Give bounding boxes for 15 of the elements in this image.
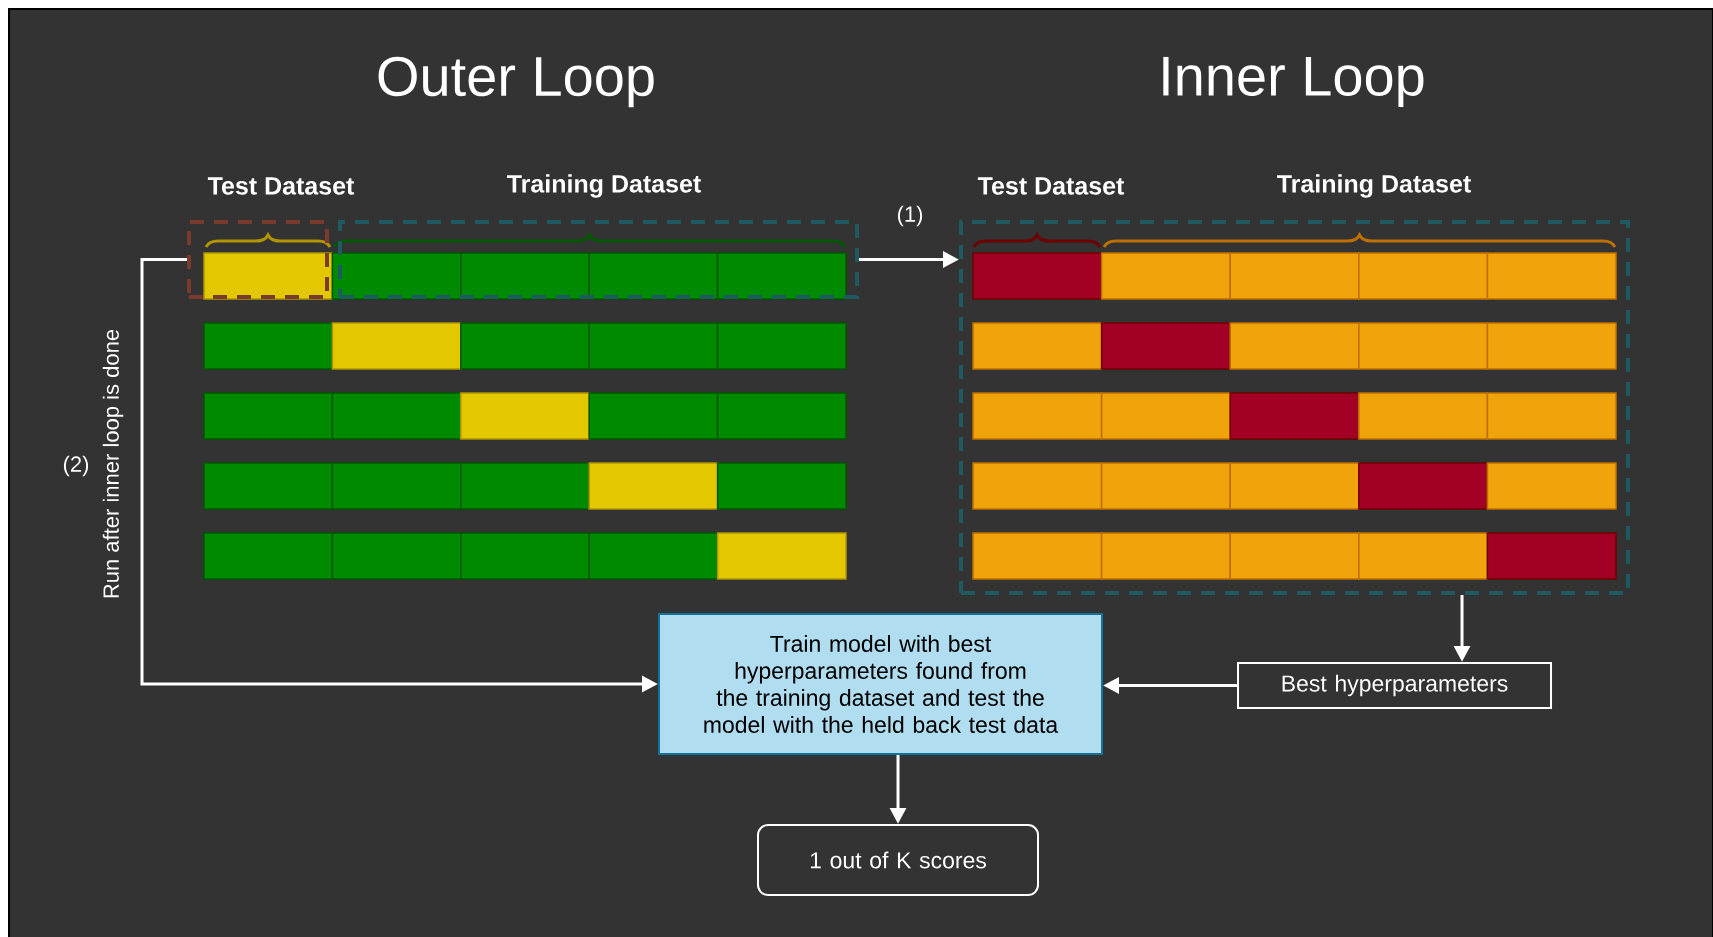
selection-box [959,220,1630,595]
edge-label: (1) [897,205,923,227]
section-title: Inner Loop [1163,56,1424,108]
dataset-heading: Test Dataset [207,177,355,195]
selection-box [187,220,329,299]
step-number: (2) [63,455,89,477]
dataset-heading: Training Dataset [1277,174,1471,198]
dataset-heading: Training Dataset [507,174,701,198]
process-box: Best hyperparameters [1237,662,1552,709]
result-box: 1 out of K scores [757,824,1039,896]
dataset-heading: Test Dataset [977,177,1125,195]
section-title: Outer Loop [378,56,654,108]
process-box: Train model with best hyperparameters found from the training dataset and test the model with the held back test data [658,613,1103,755]
selection-box [338,220,859,299]
edge-label: Run after inner loop is done [102,329,124,598]
